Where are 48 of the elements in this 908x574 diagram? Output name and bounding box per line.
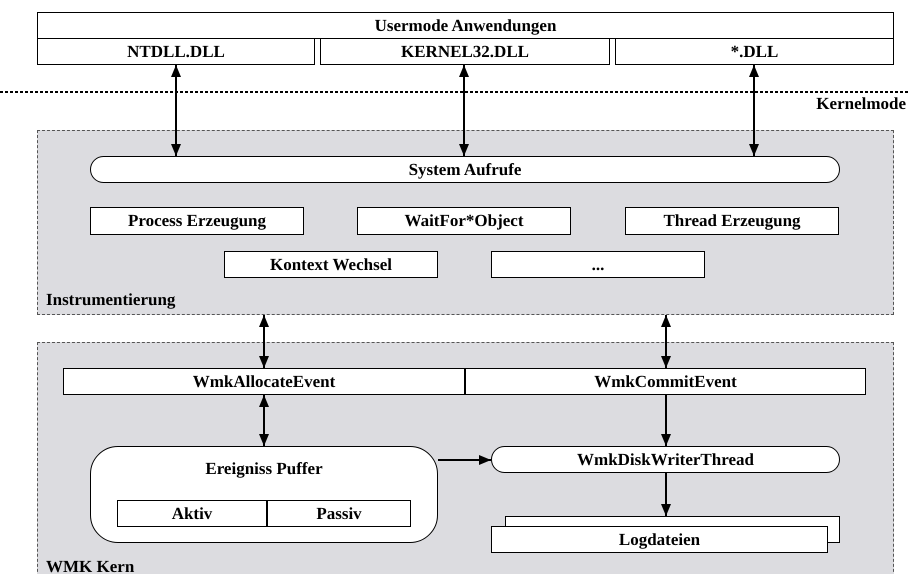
arrow: [661, 315, 671, 368]
node-label: Logdateien: [618, 530, 700, 550]
arrow: [661, 395, 671, 446]
process-box: [90, 207, 304, 235]
node-label: ...: [592, 254, 604, 274]
process-box: [357, 207, 571, 235]
module-box: [320, 38, 610, 65]
node-label: Aktiv: [172, 504, 212, 524]
process-box: [224, 251, 438, 278]
node-label: Ereigniss Puffer: [205, 459, 323, 479]
node-label: Thread Erzeugung: [663, 211, 801, 231]
arrow: [259, 315, 269, 368]
header-box: [37, 12, 894, 39]
layer-panel: [37, 342, 894, 574]
node-label: *.DLL: [730, 42, 778, 62]
node-label: Kontext Wechsel: [270, 254, 392, 274]
buffer-section-box: [117, 500, 267, 527]
arrow: [171, 65, 181, 156]
panel-title: Instrumentierung: [46, 290, 176, 310]
arrow: [438, 455, 491, 465]
node-label: KERNEL32.DLL: [401, 42, 529, 62]
buffer-box: [90, 446, 438, 543]
process-box: [625, 207, 839, 235]
function-box: [63, 368, 465, 395]
panel-title: WMK Kern: [46, 557, 134, 574]
node-label: WmkDiskWriterThread: [577, 450, 754, 470]
node-label: WmkAllocateEvent: [192, 372, 336, 392]
node-label: Passiv: [316, 504, 362, 524]
node-label: WaitFor*Object: [404, 211, 524, 231]
arrow: [661, 473, 671, 516]
function-box: [465, 368, 866, 395]
node-label: Process Erzeugung: [128, 211, 266, 231]
buffer-section-box: [267, 500, 411, 527]
node-label: WmkCommitEvent: [594, 372, 737, 392]
arrow: [459, 65, 469, 156]
module-box: [37, 38, 315, 65]
module-box: [615, 38, 894, 65]
document-stack: [491, 516, 840, 553]
node-label: System Aufrufe: [408, 160, 522, 180]
node-label: NTDLL.DLL: [127, 42, 225, 62]
node-label: Usermode Anwendungen: [374, 16, 556, 36]
arrow: [259, 395, 269, 446]
rounded-bar: [491, 446, 840, 473]
process-box: [491, 251, 705, 278]
rounded-bar: [90, 156, 840, 183]
arrow: [749, 65, 759, 156]
layer-panel: [37, 130, 894, 315]
mode-label: Kernelmode: [816, 94, 906, 114]
